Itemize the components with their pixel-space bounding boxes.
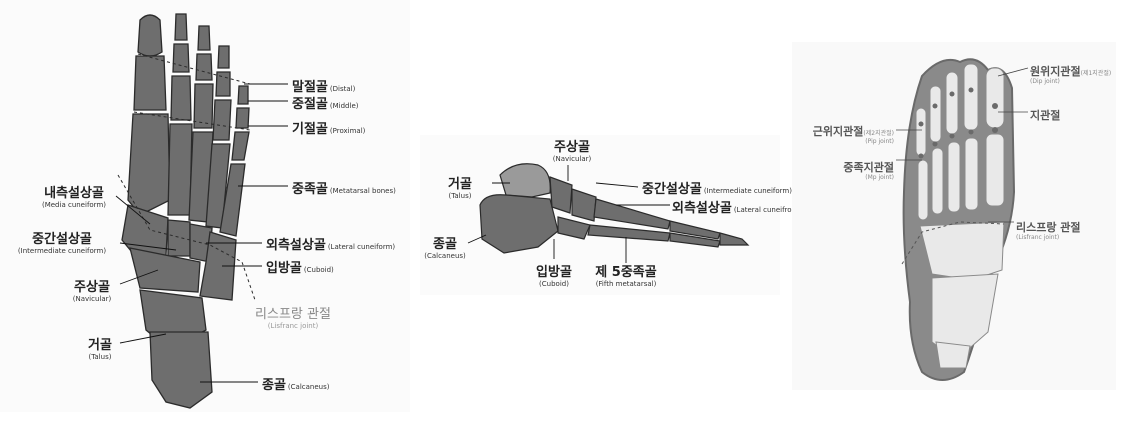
label-navicular: 주상골(Navicular) (66, 278, 118, 303)
label-mp-joint: 중족지관절(Mp joint) (822, 158, 894, 181)
label-cuboid: 입방골(Cuboid) (530, 263, 578, 288)
label-lateral-cuneiform: 외측설상골(Lateral cuneiform) (266, 236, 395, 252)
label-pip-joint: 근위지관절(제2지관절)(Pip joint) (794, 122, 894, 145)
foot-joints-panel: 원위지관절(제1지관절)(Dip joint) 지관절 근위지관절(제2지관절)… (792, 42, 1116, 390)
label-dip-joint: 원위지관절(제1지관절)(Dip joint) (1030, 62, 1111, 85)
label-medial-cuneiform: 내측설상골(Media cuneiform) (28, 184, 120, 209)
label-proximal: 기절골(Proximal) (292, 120, 365, 136)
navicular-bone (550, 177, 572, 213)
label-metatarsal: 중족골(Metatarsal bones) (292, 180, 396, 196)
foot-joints-diagram (792, 42, 1116, 390)
intermediate-cuneiform-bone (168, 220, 190, 256)
label-calcaneus: 종골(Calcaneus) (262, 376, 329, 392)
calcaneus-bone (480, 195, 558, 253)
label-lisfranc-joint: 리스프랑 관절(Lisfranc joint) (1016, 218, 1081, 241)
cuboid-bone (558, 217, 590, 239)
label-intermediate-cuneiform: 중간설상골(Intermediate cuneiform) (10, 230, 114, 255)
label-calcaneus: 종골(Calcaneus) (422, 235, 468, 260)
lateral-foot-skeleton-panel: 주상골(Navicular) 거골(Talus) 중간설상골(Intermedi… (420, 135, 780, 295)
intermediate-cuneiform-bone (572, 189, 596, 221)
label-middle: 중절골(Middle) (292, 95, 358, 111)
calcaneus-bone (150, 332, 212, 408)
label-talus: 거골(Talus) (80, 336, 120, 361)
label-toe-joint: 지관절 (1030, 106, 1060, 122)
dorsal-foot-skeleton-panel: 말절골(Distal) 중절골(Middle) 기절골(Proximal) 중족… (0, 0, 410, 412)
label-talus: 거골(Talus) (440, 175, 480, 200)
metatarsal-bone-upper (594, 199, 670, 229)
label-lateral-cuneiform: 외측설상골(Lateral cuneifrom) (672, 199, 801, 215)
label-cuboid: 입방골(Cuboid) (266, 259, 334, 275)
label-fifth-metatarsal: 제 5중족골(Fifth metatarsal) (590, 263, 662, 288)
hallux-proximal-phalanx (134, 56, 166, 110)
label-navicular: 주상골(Navicular) (542, 138, 602, 163)
label-distal: 말절골(Distal) (292, 78, 355, 94)
label-intermediate-cuneiform: 중간설상골(Intermediate cuneiform) (642, 180, 792, 196)
label-lisfranc-joint: 리스프랑 관절(Lisfranc joint) (250, 305, 336, 330)
hallux-distal-phalanx (138, 15, 162, 56)
first-metatarsal (128, 114, 170, 215)
talus-bone (500, 164, 550, 197)
